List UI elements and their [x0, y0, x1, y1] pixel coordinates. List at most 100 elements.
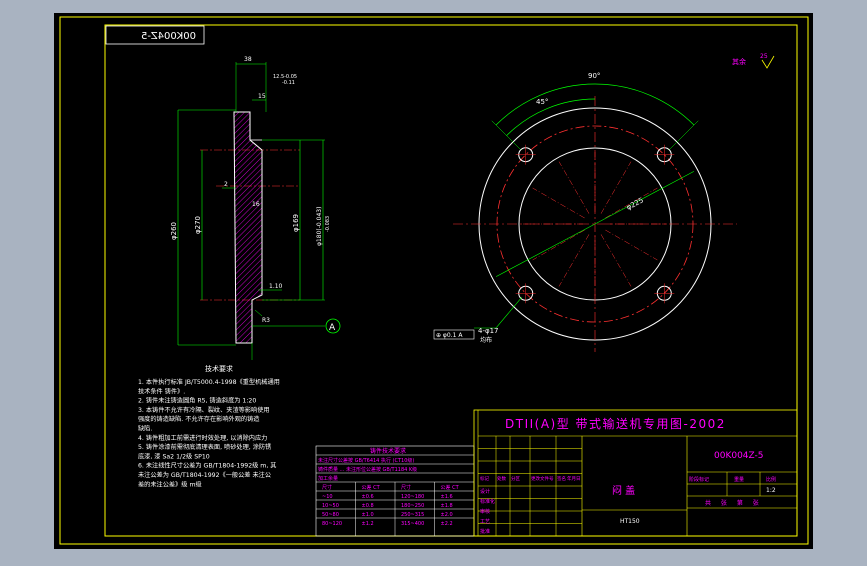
table-cell: 50~80	[322, 512, 339, 518]
table-cell: ±1.2	[362, 521, 374, 527]
roughness-value: 25	[760, 53, 768, 60]
radial-line	[605, 187, 658, 219]
datum-a-label: A	[329, 323, 336, 333]
table-cell: ±2.2	[441, 521, 453, 527]
dim-fit-2: -0.083	[325, 216, 331, 232]
datum-frame-box	[433, 329, 475, 340]
code-box	[105, 25, 205, 45]
title-role-label: 标准化	[480, 498, 495, 505]
datum-a-marker	[325, 318, 341, 334]
tech-notes: 1. 本件执行标准 JB/T5000.4-1998《重型机械通用 技术条件 铸件…	[138, 378, 280, 488]
table-header-cell: 尺寸	[322, 484, 332, 491]
casting-table-row-2: 铸件质量 ... 未注形位公差按 GB/T1184 K级	[318, 466, 417, 473]
dim-right-side: 15	[258, 93, 266, 100]
diameter-leader	[495, 171, 695, 277]
material: HT150	[620, 518, 640, 525]
angle-90: 90°	[588, 72, 600, 80]
tech-note-line: 底漆, 漆 Sa2 1/2级 SP10	[138, 452, 210, 460]
weight-label: 重量	[734, 476, 744, 483]
dim-bore-label: 16	[252, 201, 260, 208]
casting-table-title: 铸件技术要求	[370, 447, 406, 455]
dim-chamfer: 1.10	[269, 283, 283, 290]
tech-notes-heading: 技术要求	[205, 364, 233, 373]
hole-sub: 均布	[480, 336, 492, 344]
dim-gap: 2	[224, 181, 228, 188]
stage-label: 阶段标记	[689, 476, 709, 483]
table-cell: ~10	[322, 494, 333, 500]
dim-inner-bore: φ169	[292, 214, 300, 232]
casting-table: 铸件技术要求 未注尺寸公差按 GB/T6414 执行 (CT10级) 铸件质量 …	[315, 445, 475, 537]
angle-extension	[669, 120, 699, 150]
title-left-label: 签名	[557, 475, 566, 482]
radial-line	[600, 234, 632, 287]
section-view: A 38 12.5-0.05 -0.11 15 φ260 φ270 φ169 φ…	[170, 56, 341, 360]
radial-line	[532, 187, 585, 219]
table-cell: ±0.6	[362, 494, 374, 500]
dim-fit-1: φ180(-0.043)	[316, 207, 323, 246]
table-cell: ±2.0	[441, 512, 453, 518]
title-role-label: 批准	[480, 528, 490, 535]
table-cell: 250~315	[401, 512, 424, 518]
title-block-title: DTII(A)型 带式输送机专用图-2002	[505, 416, 726, 431]
sheet-label: 共 张 第 张	[705, 499, 763, 507]
dim-top-width: 38	[244, 56, 252, 63]
table-header-cell: 尺寸	[401, 484, 411, 491]
casting-table-row-1: 未注尺寸公差按 GB/T6414 执行 (CT10级)	[318, 457, 414, 464]
tech-note-line: 技术条件 铸件》.	[138, 387, 185, 395]
table-header-cell: 公差 CT	[362, 484, 381, 491]
title-role-label: 审核	[480, 508, 490, 515]
table-cell: 10~50	[322, 503, 339, 509]
outer-border	[59, 16, 809, 545]
tech-note-line: 3. 本铸件不允许有冷隔、裂纹、夹渣等影响使用	[138, 406, 270, 414]
dim-tol-top-2: -0.11	[282, 80, 295, 86]
table-cell: ±1.8	[441, 503, 453, 509]
casting-table-row-3: 加工余量	[318, 475, 338, 482]
radial-line	[532, 229, 585, 261]
datum-frame: ⊕ φ0.1 A	[436, 332, 463, 339]
tech-note-line: 强度的铸造缺陷. 不允许存在影响外观的铸造	[138, 415, 260, 423]
roughness-symbol-icon	[761, 55, 775, 69]
radial-line	[600, 161, 632, 214]
tech-note-line: 4. 铸件粗加工前需进行时效处理, 以消除内应力	[138, 434, 267, 442]
scale-label: 比例	[766, 476, 776, 483]
angle-90-arc	[495, 83, 695, 126]
plan-view	[453, 83, 737, 352]
hole-label: 4-φ17	[478, 327, 499, 335]
tech-note-line: 2. 铸件未注铸造圆角 R5, 铸造斜度为 1:20	[138, 397, 256, 405]
table-cell: 180~250	[401, 503, 424, 509]
tech-note-line: 差的未注公差》级 m级	[138, 480, 202, 488]
title-role-label: 工艺	[480, 519, 490, 525]
table-cell: 315~400	[401, 521, 424, 527]
table-cell: 120~180	[401, 494, 424, 500]
dim-bolt-circle: φ270	[194, 216, 202, 234]
table-cell: ±1.6	[441, 494, 453, 500]
angle-45: 45°	[536, 98, 548, 106]
table-cell: ±1.0	[362, 512, 374, 518]
drawing-number: 00K004Z-5	[714, 451, 764, 461]
tech-note-line: 缺陷.	[138, 425, 152, 433]
drawing-sheet	[54, 13, 813, 549]
roughness-label: 其余	[732, 57, 746, 66]
angle-45-arc	[506, 98, 596, 136]
part-name: 闷 盖	[612, 484, 635, 497]
tech-note-line: 5. 铸件涂漆前需彻底清理表面, 喷砂处理, 涂防锈	[138, 443, 271, 451]
table-cell: 80~120	[322, 521, 342, 527]
dim-outer: φ260	[170, 222, 178, 240]
title-block-left-grid: 标记处数分区更改文件号签名年月日设计标准化审核工艺批准	[478, 436, 582, 537]
scale-value: 1:2	[766, 487, 776, 494]
tech-note-line: 未注公差为 GB/T1804-1992《一般公差 未注公	[138, 471, 271, 479]
radial-line	[605, 229, 658, 261]
title-role-label: 设计	[480, 488, 490, 495]
table-cell: ±0.8	[362, 503, 374, 509]
tech-note-line: 1. 本件执行标准 JB/T5000.4-1998《重型机械通用	[138, 378, 280, 386]
code-box-text: 00K004Z-5	[141, 31, 196, 42]
angle-extension	[491, 120, 521, 150]
radial-line	[558, 161, 590, 214]
dim-tol-top-1: 12.5-0.05	[273, 74, 297, 80]
tech-note-line: 6. 未注线性尺寸公差为 GB/T1804-1992级 m, 其	[138, 462, 276, 470]
title-left-label: 处数	[497, 475, 506, 482]
radial-line	[558, 234, 590, 287]
